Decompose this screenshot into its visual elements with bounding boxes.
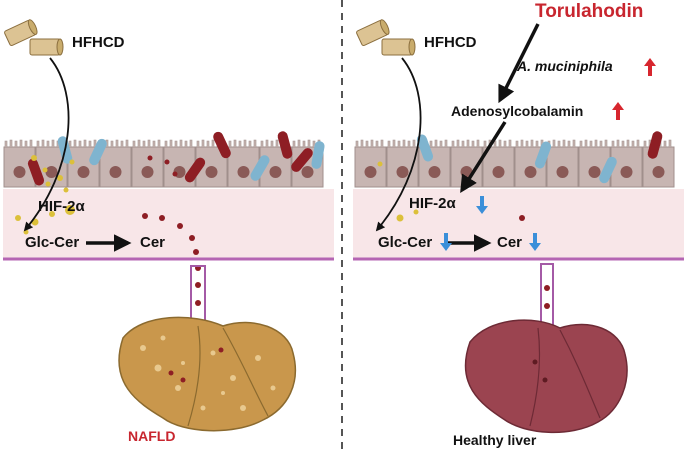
cer-label-left: Cer	[140, 234, 166, 251]
glccer-label-left: Glc-Cer	[25, 234, 80, 251]
healthy-liver	[464, 319, 628, 434]
hfhcd-pellets-left	[4, 19, 64, 56]
lipid-dots-left	[15, 155, 75, 235]
down-arrow-icon	[440, 233, 452, 251]
hif-label-right: HIF-2α	[409, 195, 456, 212]
bacteria-right	[416, 131, 663, 184]
hfhcd-arrow-left	[23, 57, 70, 232]
adenosylcobalamin-arrow	[460, 121, 507, 193]
tissue-band-right	[353, 189, 684, 259]
hfhcd-label-left: HFHCD	[72, 34, 125, 51]
up-arrow-icon	[612, 102, 624, 120]
epithelium-right	[354, 139, 675, 188]
tissue-band-left	[3, 189, 334, 259]
lipid-dots-right	[377, 161, 419, 222]
microbe-label: A. muciniphila	[517, 58, 613, 74]
ceramide-dots-right	[519, 215, 550, 309]
left-panel	[3, 19, 334, 432]
fatty-liver	[118, 316, 297, 432]
torulahodin-title: Torulahodin	[535, 1, 644, 22]
adenosylcobalamin-label: Adenosylcobalamin	[451, 103, 584, 119]
down-arrow-icon	[529, 233, 541, 251]
hfhcd-arrow-right	[375, 57, 422, 232]
right-panel	[353, 19, 684, 434]
cer-label-right: Cer	[497, 234, 523, 251]
torulahodin-arrow	[498, 23, 540, 104]
bacteria-left	[27, 131, 325, 186]
portal-vessel-right	[540, 263, 554, 327]
glccer-label-right: Glc-Cer	[378, 234, 433, 251]
epithelium-left	[3, 139, 324, 188]
up-arrow-icon	[644, 58, 656, 76]
hfhcd-pellets-right	[356, 19, 416, 56]
hfhcd-label-right: HFHCD	[424, 34, 477, 51]
nafld-label: NAFLD	[128, 428, 176, 444]
down-arrow-icon	[476, 196, 488, 214]
hif-label-left: HIF-2α	[38, 198, 85, 215]
healthy-liver-label: Healthy liver	[453, 432, 537, 448]
